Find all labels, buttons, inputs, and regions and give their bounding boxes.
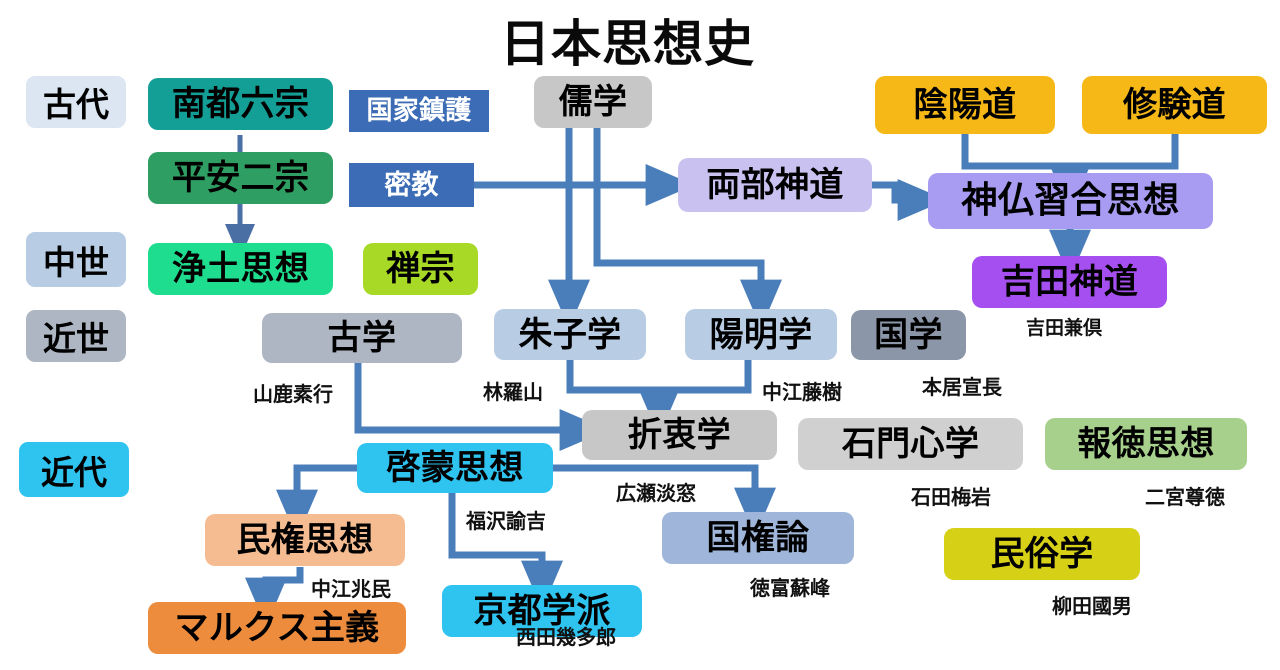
person-nakae-toju: 中江藤樹 — [762, 380, 842, 404]
person-ishida-baigan: 石田梅岩 — [911, 485, 991, 509]
node-jodo-shiso[interactable]: 浄土思想 — [148, 243, 333, 295]
node-yoshida-shinto[interactable]: 吉田神道 — [972, 256, 1167, 308]
era-label-medieval: 中世 — [26, 232, 126, 287]
node-keimo-shiso[interactable]: 啓蒙思想 — [357, 443, 553, 493]
node-sekimon-shingaku[interactable]: 石門心学 — [798, 418, 1023, 470]
node-kogaku[interactable]: 古学 — [262, 313, 462, 363]
node-setchugaku[interactable]: 折衷学 — [582, 410, 777, 460]
person-yoshida-kanetomo: 吉田兼倶 — [1026, 317, 1103, 339]
node-kokkenron[interactable]: 国権論 — [662, 512, 854, 564]
person-tokutomi-soho: 徳富蘇峰 — [750, 576, 830, 600]
person-hirose-tanso: 広瀬淡窓 — [616, 481, 696, 505]
person-hayashi-razan: 林羅山 — [483, 380, 543, 404]
node-onmyodo[interactable]: 陰陽道 — [875, 76, 1055, 134]
edge-minken-marx — [245, 567, 304, 627]
node-kokugaku[interactable]: 国学 — [851, 310, 966, 360]
era-label-modern: 近代 — [19, 442, 129, 497]
edge-keimo-kyoto — [448, 488, 563, 610]
node-shugendo[interactable]: 修験道 — [1082, 76, 1267, 134]
node-marxism[interactable]: マルクス主義 — [148, 602, 406, 654]
edge-ryobu-shinbutsu — [872, 179, 947, 221]
node-ryobu-shinto[interactable]: 両部神道 — [678, 158, 872, 212]
node-jugaku[interactable]: 儒学 — [534, 76, 652, 128]
node-yomeigaku[interactable]: 陽明学 — [685, 309, 837, 360]
node-zenshu[interactable]: 禅宗 — [363, 243, 478, 295]
node-hotoku-shiso[interactable]: 報徳思想 — [1045, 418, 1247, 470]
edge-keimo-minken — [276, 464, 357, 539]
edge-shushi-yomei-merge — [566, 360, 752, 394]
person-yamaga-soko: 山鹿素行 — [253, 382, 333, 406]
era-label-ancient: 古代 — [26, 76, 126, 128]
person-nishida-kitaro: 西田幾多郎 — [516, 625, 616, 649]
node-minzokugaku[interactable]: 民俗学 — [944, 528, 1140, 580]
node-nanto-rokushu[interactable]: 南都六宗 — [148, 78, 333, 130]
edge-onmyodo-shugendo-merge — [961, 134, 1179, 170]
person-yanagita-kunio: 柳田國男 — [1052, 594, 1132, 618]
person-nakae-chomin: 中江兆民 — [311, 577, 391, 601]
person-ninomiya-sontoku: 二宮尊徳 — [1145, 485, 1225, 509]
node-kokka-chingo[interactable]: 国家鎮護 — [349, 90, 489, 132]
edge-jugaku-yomei — [593, 128, 782, 329]
edge-kogaku-setchu — [354, 362, 609, 451]
era-label-early-modern: 近世 — [26, 310, 126, 362]
person-fukuzawa-yukichi: 福沢諭吉 — [466, 509, 546, 533]
node-mikkyo[interactable]: 密教 — [349, 163, 474, 207]
node-heian-nishu[interactable]: 平安二宗 — [148, 152, 333, 204]
node-shushigaku[interactable]: 朱子学 — [494, 309, 646, 360]
page-title: 日本思想史 — [500, 15, 755, 73]
node-minken-shiso[interactable]: 民権思想 — [205, 514, 405, 566]
person-motoori-norinaga: 本居宣長 — [922, 375, 1002, 399]
node-shinbutsu-shugo[interactable]: 神仏習合思想 — [928, 173, 1213, 229]
